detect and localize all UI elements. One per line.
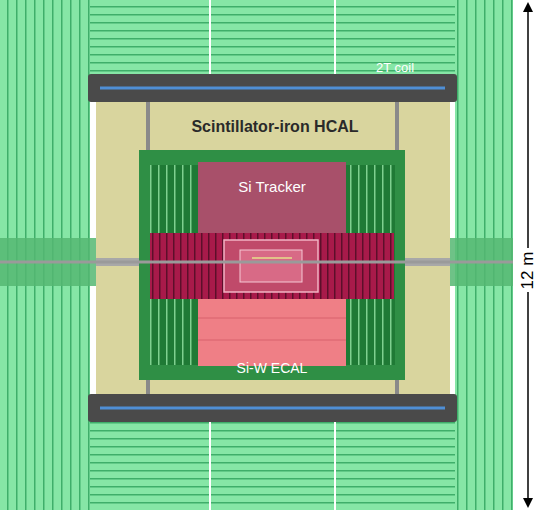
dimension-label: 12 m (519, 251, 536, 289)
coil-label: 2T coil (376, 61, 414, 74)
hcal-label: Scintillator-iron HCAL (191, 119, 358, 135)
ecal-label: Si-W ECAL (237, 361, 308, 375)
tracker-label: Si Tracker (238, 179, 306, 194)
